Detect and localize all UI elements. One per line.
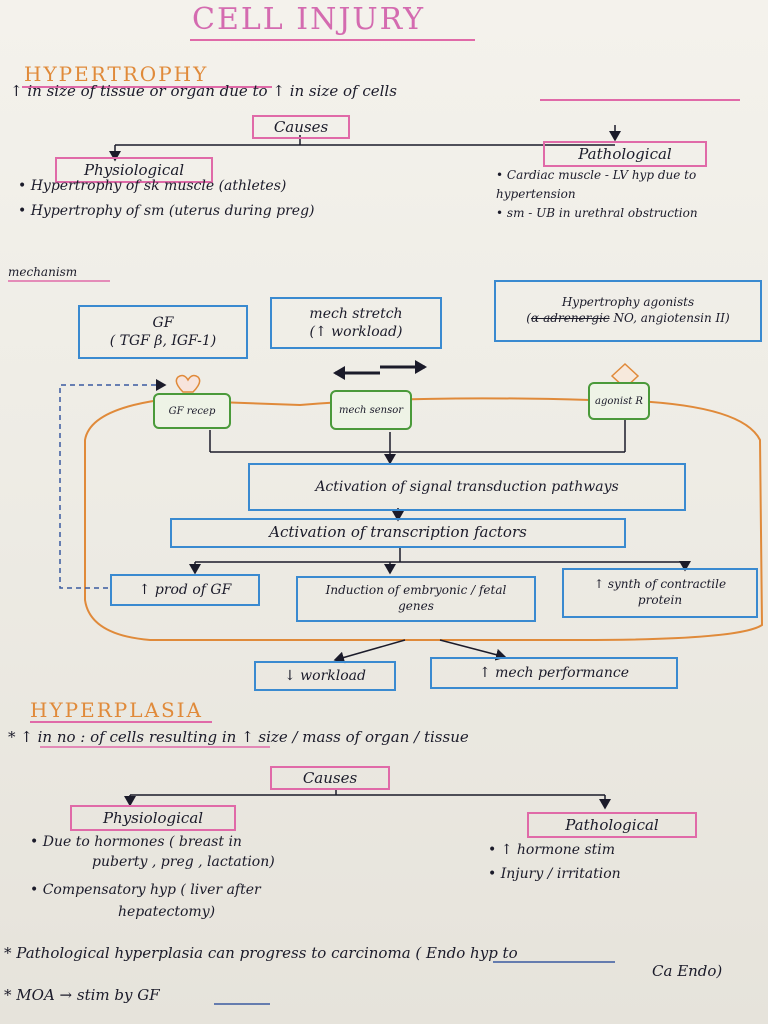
mech-stretch-box: mech stretch (↑ workload) [270,297,442,349]
note-moa: * MOA → stim by GF [4,986,160,1004]
list-item: • Injury / irritation [488,866,621,882]
list-item: • Compensatory hyp ( liver after [30,882,261,898]
agonist-box-line1: Hypertrophy agonists [561,295,695,310]
list-item: • Due to hormones ( breast in [30,834,242,850]
agonist-box: Hypertrophy agonists (α-adrenergic NO, a… [494,280,762,342]
hyperplasia-heading: HYPERPLASIA [30,698,203,722]
performance-box: ↑ mech performance [430,657,678,689]
note-progression: * Pathological hyperplasia can progress … [4,944,518,962]
hyperplasia-pathological-box: Pathological [527,812,697,838]
fetal-genes-label: Induction of embryonic / fetal genes [325,583,507,613]
hyperplasia-path-item-2: Injury / irritation [500,866,621,882]
agonist-box-line2: NO, angiotensin II) [613,311,730,325]
hypertrophy-pathological-box: Pathological [543,141,707,167]
hypertrophy-causes-box: Causes [252,115,350,139]
causes-label: Causes [273,118,329,136]
note-carcinoma: carcinoma [331,944,411,962]
mech-sensor: mech sensor [330,390,412,430]
gf-box-line1: GF [152,314,174,331]
agonist-box-line2-wrap: (α-adrenergic NO, angiotensin II) [526,311,730,325]
hyperplasia-definition: * ↑ in no : of cells resulting in ↑ size… [8,728,469,746]
list-item: • Hypertrophy of sk muscle (athletes) [18,178,287,194]
mech-box-line2: (↑ workload) [309,324,403,340]
pathological-item-1: Cardiac muscle - LV hyp due to hypertens… [496,168,697,201]
agonist-struck-text: α-adrenergic [530,311,610,325]
hypertrophy-physiological-box: Physiological [55,157,213,183]
hyperplasia-path-item-1: ↑ hormone stim [500,842,616,858]
agonist-receptor: agonist R [588,382,650,420]
list-item: • sm - UB in urethral obstruction [496,206,698,220]
hyperplasia-physiological-box: Physiological [70,805,236,831]
physiological-label: Physiological [83,161,185,179]
prod-gf-box: ↑ prod of GF [110,574,260,606]
prod-gf-label: ↑ prod of GF [138,581,232,598]
mechanism-label: mechanism [8,265,78,279]
fetal-genes-box: Induction of embryonic / fetal genes [296,576,536,622]
hypertrophy-definition: ↑ in size of tissue or organ due to ↑ in… [10,82,397,100]
note-progression-line3: Ca Endo) [652,962,723,980]
hypertrophy-heading: HYPERTROPHY [24,62,209,86]
pathological-item-2: sm - UB in urethral obstruction [506,206,698,220]
gf-box-line2: ( TGF β, IGF-1) [109,333,217,349]
hyperplasia-physiological-label: Physiological [102,809,204,827]
mech-box-line1: mech stretch [309,305,403,322]
note-progression-text: Pathological hyperplasia can progress to [16,944,327,962]
gf-receptor-label: GF recep [168,405,216,417]
signal-transduction-box: Activation of signal transduction pathwa… [248,463,686,511]
contractile-protein-box: ↑ synth of contractile protein [562,568,758,618]
note-moa-prefix: MOA → stim by [16,986,133,1004]
transcription-factors-label: Activation of transcription factors [269,523,527,542]
hyperplasia-phys-item-2-line1: Compensatory hyp ( liver after [42,882,261,898]
signal-transduction-label: Activation of signal transduction pathwa… [315,478,619,495]
hyperplasia-phys-item-1-line1: Due to hormones ( breast in [42,834,242,850]
list-item: • Cardiac muscle - LV hyp due to hyperte… [496,168,697,201]
pathological-label: Pathological [578,145,672,163]
hyperplasia-causes-label: Causes [302,769,358,787]
list-item: • Hypertrophy of sm (uterus during preg) [18,203,315,219]
physiological-item-1: Hypertrophy of sk muscle (athletes) [30,178,287,194]
gf-receptor: GF recep [153,393,231,429]
hyperplasia-definition-text: ↑ in no : of cells resulting in ↑ size /… [20,728,469,746]
hyperplasia-pathological-label: Pathological [565,816,659,834]
transcription-factors-box: Activation of transcription factors [170,518,626,548]
hyperplasia-causes-box: Causes [270,766,390,790]
hyperplasia-phys-item-2-line2: hepatectomy) [118,904,216,920]
gf-box: GF ( TGF β, IGF-1) [78,305,248,359]
workload-label: ↓ workload [284,667,366,684]
performance-label: ↑ mech performance [478,664,630,681]
physiological-item-2: Hypertrophy of sm (uterus during preg) [30,203,315,219]
agonist-receptor-label: agonist R [595,395,643,407]
workload-box: ↓ workload [254,661,396,691]
list-item: • ↑ hormone stim [488,842,616,858]
contractile-protein-label: ↑ synth of contractile protein [593,577,727,607]
note-moa-gf: GF [137,986,160,1004]
page-title: CELL INJURY [192,2,426,37]
mech-sensor-label: mech sensor [338,404,404,416]
note-progression-paren: ( Endo hyp to [415,944,518,962]
hyperplasia-phys-item-1-line2: puberty , preg , lactation) [92,854,275,870]
